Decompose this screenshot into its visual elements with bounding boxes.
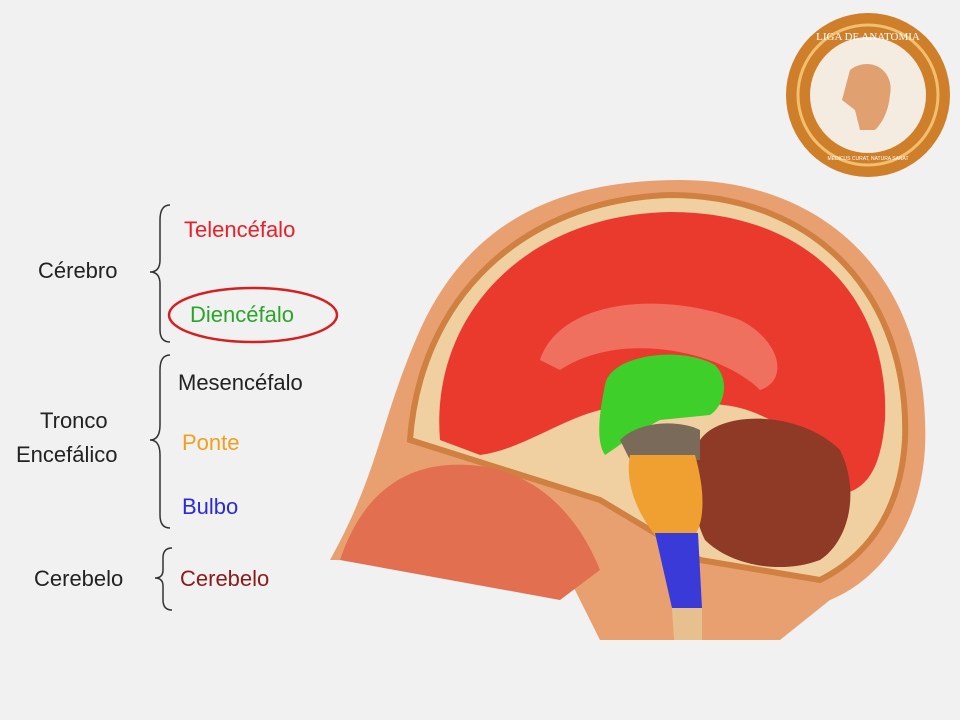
brace-cerebelo [154, 547, 173, 611]
brace-cerebro [149, 204, 171, 343]
highlight-ellipse [167, 286, 339, 344]
brace-tronco [149, 354, 171, 529]
logo-text: LIGA DE ANATOMIA [816, 31, 920, 43]
label-bulbo: Bulbo [182, 494, 239, 519]
nose-region [340, 464, 600, 600]
label-ponte: Ponte [182, 430, 240, 455]
label-telencefalo: Telencéfalo [184, 217, 296, 242]
label-diencefalo: Diencéfalo [190, 302, 294, 327]
corpus-callosum [540, 303, 778, 390]
label-mesencefalo: Mesencéfalo [178, 370, 303, 395]
group-cerebelo: Cerebelo [34, 566, 124, 591]
spinal-cord [672, 608, 702, 640]
mesencefalo-region [620, 423, 700, 460]
group-tronco-line1: Tronco [40, 408, 108, 433]
telencefalo-region [439, 212, 886, 495]
logo-motto: MEDICUS CURAT, NATURA SANAT [827, 156, 908, 162]
bulbo-region [655, 533, 702, 608]
group-tronco-line2: Encefálico [16, 442, 118, 467]
cerebelo-region [693, 418, 851, 568]
diencefalo-region [599, 354, 725, 455]
liga-anatomia-logo: LIGA DE ANATOMIA MEDICUS CURAT, NATURA S… [786, 13, 950, 177]
label-cerebelo: Cerebelo [180, 566, 270, 591]
group-cerebro: Cérebro [38, 258, 118, 283]
ponte-region [628, 455, 703, 535]
